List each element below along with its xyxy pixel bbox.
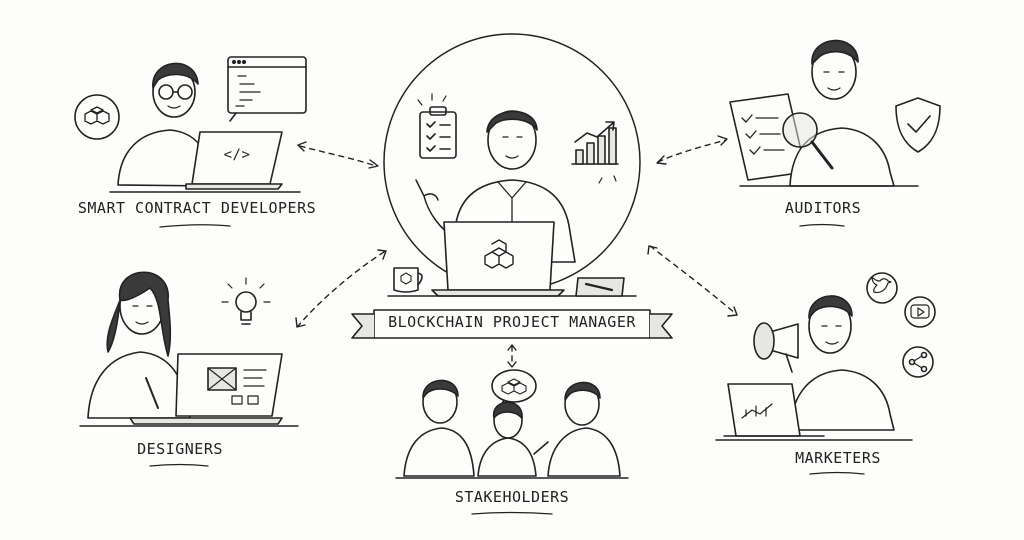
notebook-icon	[575, 277, 625, 297]
arrow-manager-smart-contract	[299, 145, 377, 167]
manager-laptop	[431, 221, 565, 297]
magnifier-icon	[782, 112, 834, 170]
blockchain-cube-icon	[484, 239, 514, 269]
stakeholders-label: STAKEHOLDERS	[454, 488, 570, 506]
growth-chart-icon	[571, 121, 619, 184]
clipboard-checklist-icon	[417, 93, 457, 159]
auditors-label: AUDITORS	[784, 199, 862, 217]
lightbulb-icon	[221, 277, 271, 325]
arrow-manager-designers	[297, 251, 385, 327]
shield-check-icon	[895, 97, 941, 153]
connector-arrows	[297, 139, 737, 367]
stakeholders-group	[395, 369, 629, 479]
code-glyph-label: </>	[223, 147, 251, 163]
project-manager-group	[383, 33, 641, 297]
designers-group	[79, 271, 299, 427]
arrow-manager-marketers	[649, 245, 737, 315]
coffee-mug-icon	[393, 267, 423, 293]
marketers-group	[715, 272, 936, 441]
smart-contract-developers-label: SMART CONTRACT DEVELOPERS	[77, 199, 317, 217]
youtube-icon	[904, 296, 936, 328]
auditors-group	[729, 39, 941, 187]
center-banner-ribbon	[351, 309, 673, 339]
megaphone-icon	[753, 322, 799, 373]
arrow-manager-auditors	[657, 139, 727, 163]
speech-bubble-icon	[491, 369, 537, 409]
marketers-label: MARKETERS	[795, 449, 881, 467]
code-window-icon	[227, 56, 307, 122]
twitter-icon	[866, 272, 898, 304]
blockchain-badge-icon	[74, 94, 120, 140]
label-underlines	[149, 223, 865, 515]
share-icon	[902, 346, 934, 378]
connector-arrowheads	[295, 135, 738, 368]
blockchain-project-manager-label: BLOCKCHAIN PROJECT MANAGER	[388, 313, 636, 331]
designers-label: DESIGNERS	[137, 440, 223, 458]
smart-contract-developers-group	[74, 56, 307, 193]
